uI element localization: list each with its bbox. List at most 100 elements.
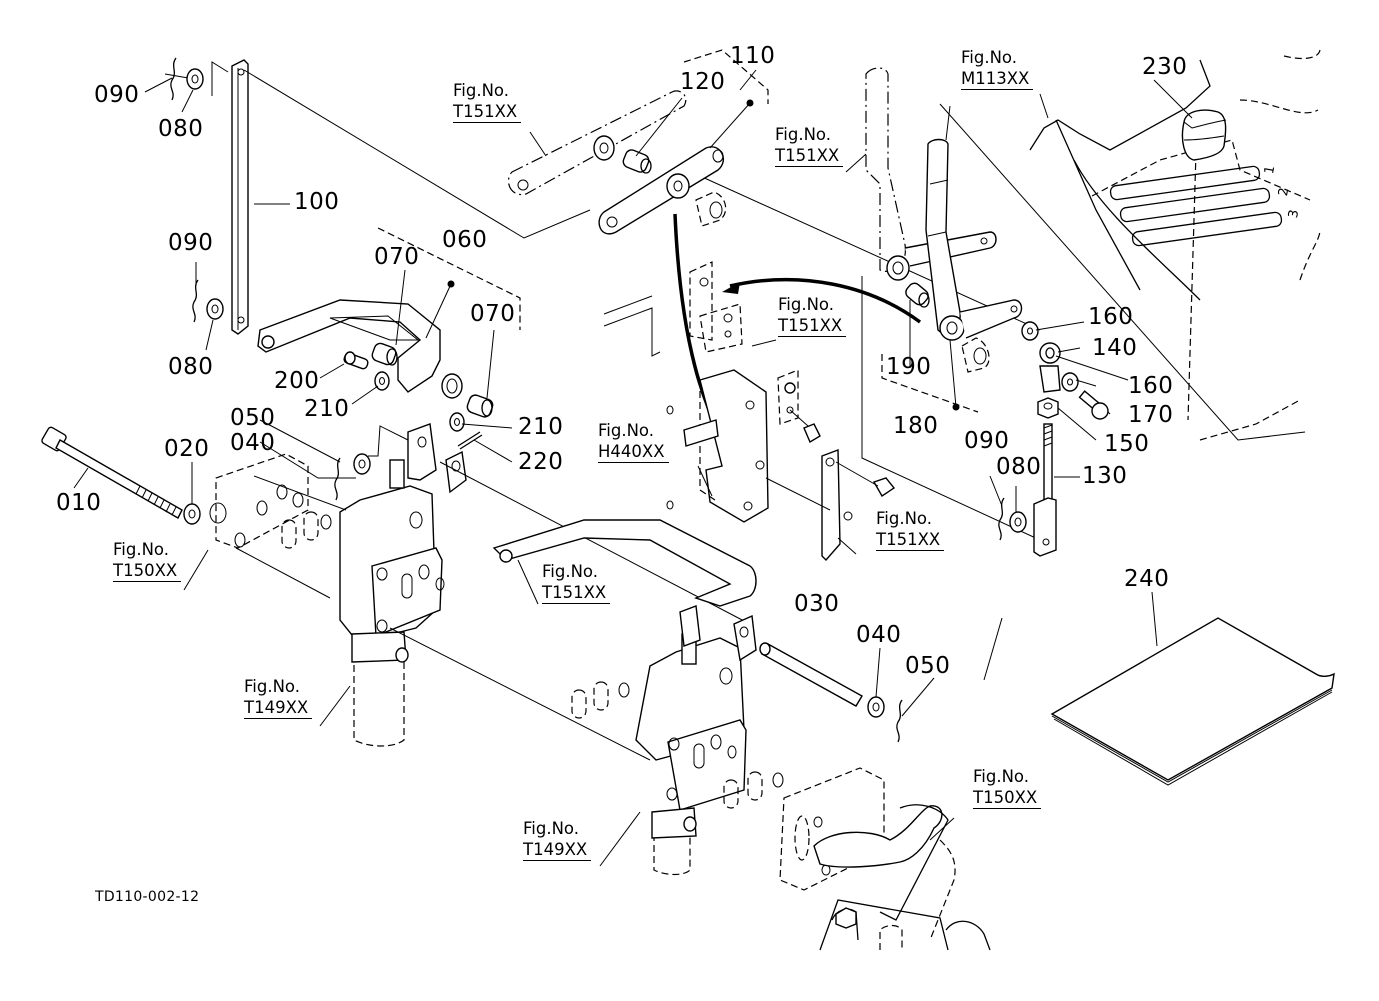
washer-210-right[interactable] [449,412,465,432]
control-valve-right[interactable] [635,605,757,811]
figure-ref-code[interactable]: T151XX [778,316,847,338]
washer-160-upper[interactable] [1021,321,1039,341]
callout-080[interactable]: 080 [168,354,214,380]
washer-210-left[interactable] [374,371,390,391]
o-rings-right-upper [571,681,630,719]
rod-end-140[interactable] [1039,342,1061,393]
cotter-pin-220[interactable] [457,431,483,450]
callout-130[interactable]: 130 [1082,463,1128,489]
callout-210[interactable]: 210 [518,414,564,440]
washer-160-lower[interactable] [1061,372,1079,392]
callout-060[interactable]: 060 [442,227,488,253]
figure-ref-code[interactable]: M113XX [961,69,1034,91]
gate-position-2: 2 [1276,187,1292,198]
rod-100[interactable] [211,59,249,335]
shift-knob-230[interactable] [1181,109,1227,161]
callout-120[interactable]: 120 [680,69,726,95]
link-110-rear [507,90,687,196]
bushing-070-left[interactable] [371,342,398,366]
rod-130[interactable] [1033,423,1057,557]
figure-ref-code[interactable]: T151XX [453,102,522,124]
end-plate-right [779,767,885,891]
callout-090[interactable]: 090 [964,428,1010,454]
callout-050[interactable]: 050 [905,653,951,679]
clip-050-left[interactable] [334,457,341,501]
callout-160[interactable]: 160 [1128,373,1174,399]
callout-070[interactable]: 070 [470,301,516,327]
figure-ref-t151-stay[interactable]: Fig.No. T151XX [876,509,945,552]
figure-ref-t150-right[interactable]: Fig.No. T150XX [973,767,1042,810]
washer-040-right[interactable] [867,696,885,718]
callout-180[interactable]: 180 [893,413,939,439]
figure-ref-code[interactable]: H440XX [598,442,669,464]
callout-220[interactable]: 220 [518,449,564,475]
callout-070[interactable]: 070 [374,244,420,270]
figure-ref-code[interactable]: T151XX [542,583,611,605]
figure-ref-t151-center[interactable]: Fig.No. T151XX [778,295,847,338]
lever-060[interactable] [257,299,441,393]
figure-ref-code[interactable]: T151XX [876,530,945,552]
washer-080-mid[interactable] [206,298,224,320]
pin-030[interactable] [759,642,863,707]
clip-050-right[interactable] [896,699,903,743]
washer-080-right[interactable] [1009,511,1027,533]
figure-ref-m113[interactable]: Fig.No. M113XX [961,48,1034,91]
washer-040-left[interactable] [353,453,371,475]
figure-ref-code[interactable]: T151XX [775,146,844,168]
link-110-front[interactable] [598,146,724,235]
pin-200[interactable] [343,351,369,370]
callout-230[interactable]: 230 [1142,54,1188,80]
figure-ref-t149-right[interactable]: Fig.No. T149XX [523,819,592,862]
figure-ref-t149-left[interactable]: Fig.No. T149XX [244,677,313,720]
gate-position-3: 3 [1286,209,1302,220]
callout-080[interactable]: 080 [158,116,204,142]
callout-010[interactable]: 010 [56,490,102,516]
figure-ref-t150-left[interactable]: Fig.No. T150XX [113,540,182,583]
callout-040[interactable]: 040 [856,622,902,648]
drawing-id: TD110-002-12 [95,889,200,905]
collar-120[interactable] [622,148,652,174]
console-panel [1029,49,1321,441]
callout-030[interactable]: 030 [794,591,840,617]
figure-ref-h440[interactable]: Fig.No. H440XX [598,421,669,464]
shift-gate-numbers: 1 2 3 [1262,165,1302,220]
control-valve-left[interactable] [339,423,467,641]
shift-lever-front[interactable] [925,138,1023,341]
washer-020[interactable] [183,503,201,525]
callout-170[interactable]: 170 [1128,402,1174,428]
callout-240[interactable]: 240 [1124,566,1170,592]
lever-bar-lower [492,519,757,607]
callout-050[interactable]: 050 [230,405,276,431]
callout-090[interactable]: 090 [168,230,214,256]
callout-210[interactable]: 210 [304,396,350,422]
figure-ref-t151-top-right[interactable]: Fig.No. T151XX [775,125,844,168]
figure-ref-prefix: Fig.No. [598,421,654,440]
clip-090-mid[interactable] [192,279,199,323]
callout-020[interactable]: 020 [164,436,210,462]
callout-040[interactable]: 040 [230,430,276,456]
callout-140[interactable]: 140 [1092,335,1138,361]
bushing-070-right[interactable] [466,393,495,418]
callout-190[interactable]: 190 [886,354,932,380]
callout-160[interactable]: 160 [1088,304,1134,330]
operators-manual-240[interactable] [1050,617,1335,786]
spool-cap-left [351,631,409,747]
figure-ref-t151-lower[interactable]: Fig.No. T151XX [542,562,611,605]
washer-080-top[interactable] [186,68,204,90]
callout-150[interactable]: 150 [1104,431,1150,457]
pin-170[interactable] [1078,390,1109,420]
figure-ref-code[interactable]: T150XX [973,788,1042,810]
callout-090[interactable]: 090 [94,82,140,108]
nut-150[interactable] [1037,397,1059,419]
callout-080[interactable]: 080 [996,454,1042,480]
callout-200[interactable]: 200 [274,368,320,394]
bushing-190[interactable] [903,281,930,308]
callout-110[interactable]: 110 [730,43,776,69]
figure-ref-code[interactable]: T150XX [113,561,182,583]
figure-ref-code[interactable]: T149XX [523,840,592,862]
callout-100[interactable]: 100 [294,189,340,215]
figure-ref-t151-top-left[interactable]: Fig.No. T151XX [453,81,522,124]
bolt-010[interactable] [41,426,183,519]
plate-mid [777,369,821,444]
figure-ref-code[interactable]: T149XX [244,698,313,720]
